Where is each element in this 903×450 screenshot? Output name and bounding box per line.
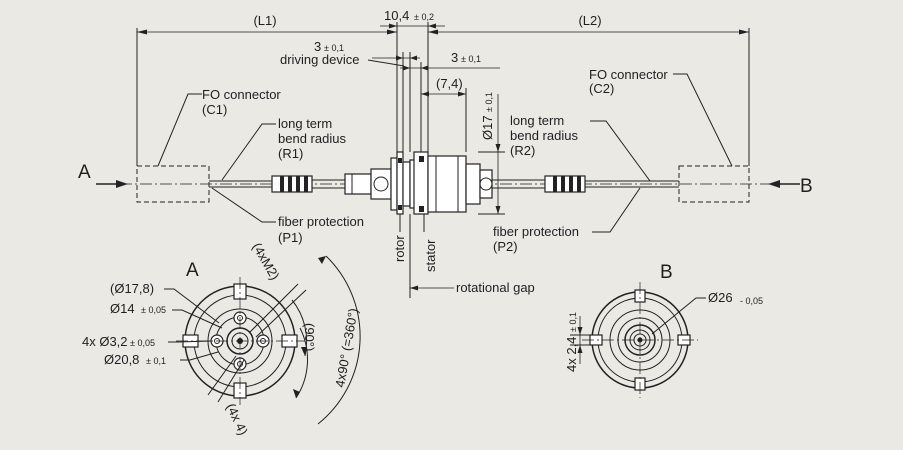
view-a: A (Ø17,8) [82, 240, 361, 437]
rotor-flange-inner [390, 157, 398, 211]
fiber-protection-right-label: fiber protection [493, 224, 579, 239]
dimension-driving-offset: 3 ± 0,1 driving device [280, 39, 420, 152]
l1-label: (L1) [253, 13, 276, 28]
width-total-tol: ± 0,2 [414, 12, 434, 22]
rotational-gap-label: rotational gap [456, 280, 535, 295]
dia17-value: Ø17 [480, 115, 495, 140]
bend-radius-right: bend radius [510, 128, 578, 143]
driving-offset-tol: ± 0,1 [324, 43, 344, 53]
view-b: B Ø26 - 0,05 4x 2,4 ± 0,1 [564, 262, 763, 398]
dia20-8-value: Ø20,8 [104, 352, 139, 367]
long-term-left: long term [278, 116, 332, 131]
callout-rotor-stator: rotor stator rotational gap [392, 214, 535, 298]
fiber-protection-left [271, 175, 313, 193]
r1-label: (R1) [278, 146, 303, 161]
stator-length-label: (7,4) [436, 76, 463, 91]
arrow-b-icon [768, 180, 780, 188]
stator-body [427, 155, 467, 213]
view-b-label: B [660, 262, 673, 283]
dimension-stator-offset: 3 ± 0,1 [400, 50, 500, 152]
dimension-l1: (L1) [136, 13, 398, 166]
fo-connector-right: FO connector [589, 67, 668, 82]
driving-device-label: driving device [280, 52, 360, 67]
p1-label: (P1) [278, 230, 303, 245]
callout-bend-radius-right: long term bend radius (R2) [510, 113, 651, 182]
callout-connector-c2: FO connector (C2) [589, 67, 733, 167]
callout-connector-c1: FO connector (C1) [157, 87, 281, 167]
holes-value: 4x Ø3,2 [82, 334, 128, 349]
dia14-value: Ø14 [110, 301, 135, 316]
l2-label: (L2) [578, 13, 601, 28]
angle90-label: (90°) [302, 323, 317, 351]
r2-label: (R2) [510, 143, 535, 158]
p2-label: (P2) [493, 239, 518, 254]
dia17-8-label: (Ø17,8) [110, 281, 154, 296]
width-total-value: 10,4 [384, 8, 409, 23]
rotor-label: rotor [392, 235, 407, 262]
bend-radius-left: bend radius [278, 131, 346, 146]
m2-label: (4xM2) [249, 240, 282, 283]
slot-width-tol: ± 0,1 [568, 312, 578, 332]
callout-fiber-protection-left: fiber protection (P1) [211, 187, 364, 245]
stator-offset-tol: ± 0,1 [461, 54, 481, 64]
c2-label: (C2) [589, 81, 614, 96]
arrow-b-label: B [800, 176, 813, 197]
stator-label: stator [423, 239, 438, 272]
c1-label: (C1) [202, 102, 227, 117]
holes-tol: ± 0,05 [130, 338, 155, 348]
fiber-protection-left-label: fiber protection [278, 214, 364, 229]
view-a-label: A [186, 260, 199, 281]
dimension-width-total: 10,4 ± 0,2 [380, 8, 445, 29]
dia17-tol: ± 0,1 [484, 92, 494, 112]
stator-offset-value: 3 [451, 50, 458, 65]
dimension-stator-length: (7,4) [421, 76, 467, 152]
dimension-dia17: Ø17 ± 0,1 [478, 92, 505, 215]
driving-offset-value: 3 [314, 39, 321, 54]
callout-fiber-protection-right: fiber protection (P2) [493, 187, 641, 254]
arrow-a-label: A [78, 162, 91, 183]
slot-width-value: 4x 2,4 [564, 337, 579, 372]
connector-c2 [678, 165, 750, 203]
dia20-8-tol: ± 0,1 [146, 356, 166, 366]
callout-bend-radius-left: long term bend radius (R1) [221, 116, 346, 181]
angle-total-label: 4x90° (=360°) [332, 307, 361, 389]
fiber-protection-right [544, 175, 586, 193]
arrow-a-icon [116, 180, 128, 188]
dia26-tol: - 0,05 [740, 296, 763, 306]
dimension-l2: (L2) [427, 13, 750, 166]
side-view: A B [78, 151, 813, 215]
connector-c1 [136, 165, 210, 203]
dia26-value: Ø26 [708, 290, 733, 305]
slots-4x4-label: (4x 4) [223, 401, 251, 437]
long-term-right: long term [510, 113, 564, 128]
dia14-tol: ± 0,05 [141, 305, 166, 315]
fo-connector-left: FO connector [202, 87, 281, 102]
